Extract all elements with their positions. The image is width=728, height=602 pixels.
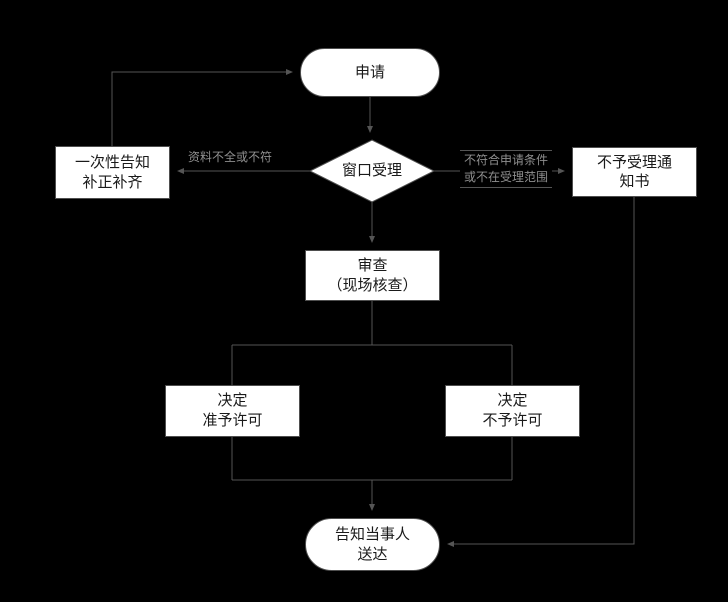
node-review: 审查 （现场核查） [305,250,440,301]
node-window-accept-shape [308,139,436,203]
node-decision-grant-line1: 决定 [217,392,248,409]
node-decision-deny-line2: 不予许可 [482,412,543,429]
node-inform-deliver-line2: 送达 [357,545,388,563]
node-decision-deny-line1: 决定 [497,392,528,409]
node-notify-correct: 一次性告知 补正补齐 [55,146,170,199]
node-apply-label: 申请 [354,63,385,81]
node-rejection-notice-line1: 不予受理通 [596,154,672,171]
edge-review-branch [231,301,513,385]
node-inform-deliver-line1: 告知当事人 [334,525,410,543]
edge-notice-to-inform [447,197,635,547]
node-rejection-notice: 不予受理通 知书 [572,147,697,197]
edge-label-reject-conditions: 不符合申请条件 或不在受理范围 [460,150,552,188]
node-decision-grant-line2: 准予许可 [202,412,263,429]
edge-decision-merge [231,437,513,481]
node-rejection-notice-line2: 知书 [619,173,650,190]
node-review-line2: （现场核查） [327,276,418,294]
node-inform-deliver: 告知当事人 送达 [305,518,440,571]
node-review-line1: 审查 [357,256,388,274]
edge-label-reject-line2: 或不在受理范围 [463,170,548,184]
node-decision-deny: 决定 不予许可 [445,385,580,437]
edge-label-reject-line1: 不符合申请条件 [463,153,548,167]
node-window-accept-label: 窗口受理 [341,162,402,179]
node-notify-correct-line1: 一次性告知 [74,153,150,171]
edge-notify-to-apply [111,69,293,146]
node-apply: 申请 [300,48,440,97]
node-notify-correct-line2: 补正补齐 [82,173,143,191]
edge-label-incomplete: 资料不全或不符 [187,150,272,164]
node-decision-grant: 决定 准予许可 [165,385,300,437]
